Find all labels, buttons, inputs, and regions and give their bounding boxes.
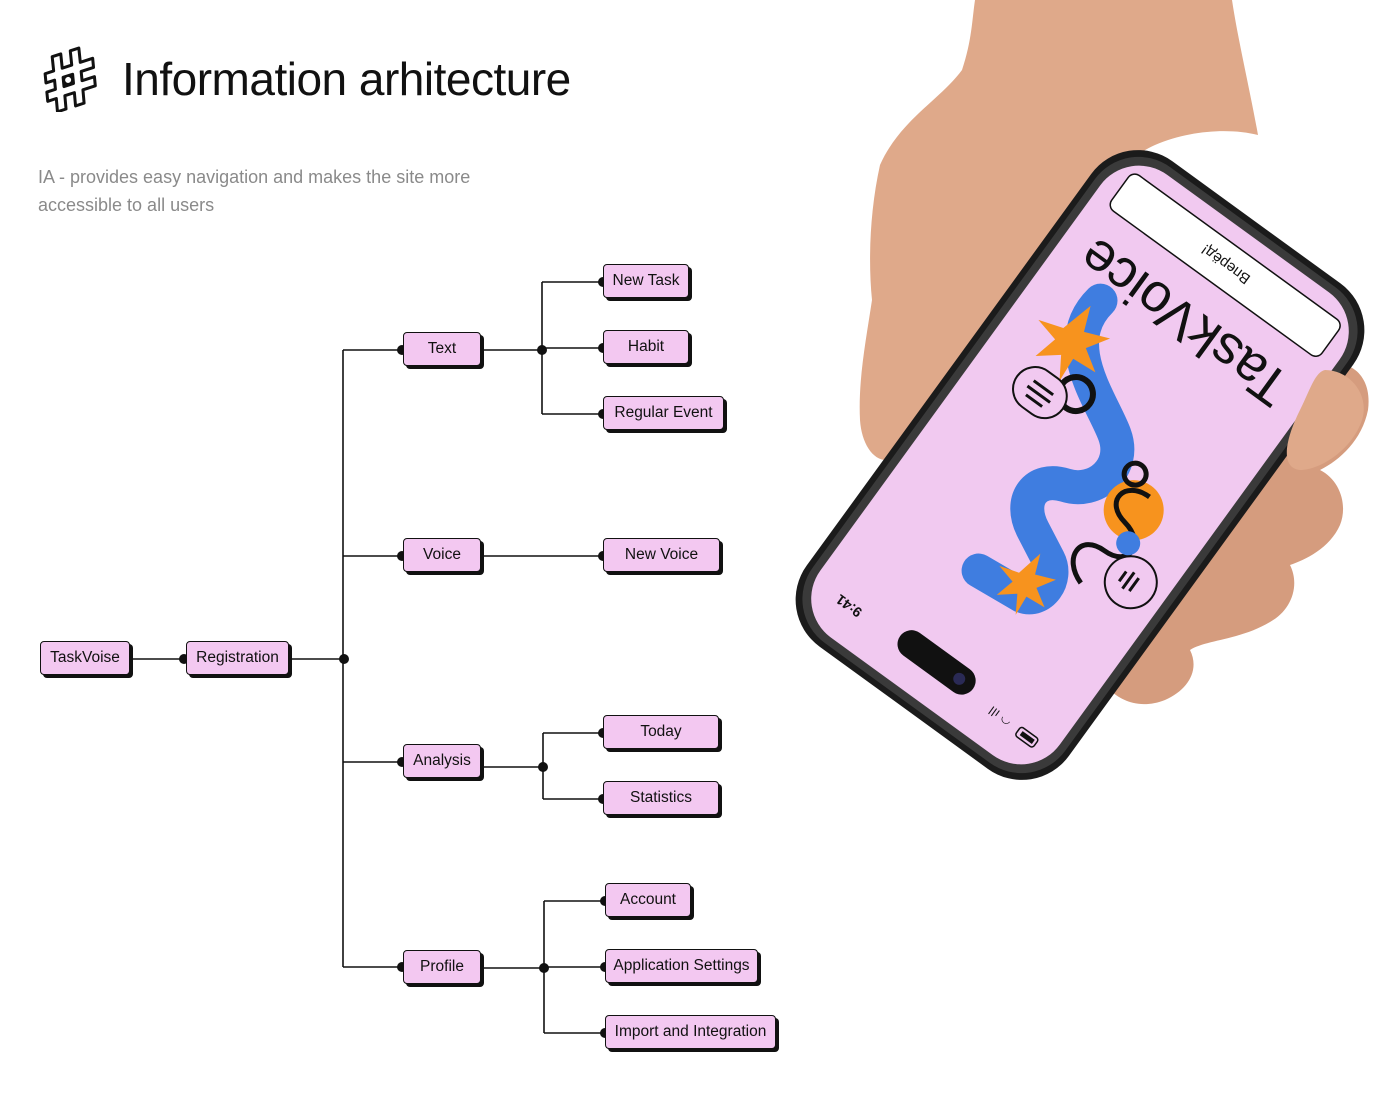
node-label: Habit bbox=[627, 338, 665, 355]
title-row: Information arhitecture bbox=[38, 46, 571, 112]
node-label: New Voice bbox=[624, 546, 699, 563]
node-label: Statistics bbox=[629, 789, 692, 806]
hashtag-logo-icon bbox=[43, 46, 97, 112]
node-label: Regular Event bbox=[614, 404, 713, 421]
node-label: Today bbox=[640, 723, 682, 740]
node-label: Profile bbox=[420, 958, 464, 975]
node-analysis: Analysis bbox=[403, 744, 481, 778]
node-habit: Habit bbox=[603, 330, 689, 364]
hand-illustration bbox=[859, 0, 1258, 461]
node-label: Registration bbox=[196, 649, 279, 666]
start-button[interactable] bbox=[1107, 171, 1343, 359]
page-subtitle: IA - provides easy navigation and makes … bbox=[38, 167, 471, 215]
phone-mockup: 9:41 ◠ ıll TaskVoice Вперёд! bbox=[795, 0, 1369, 780]
node-profile: Profile bbox=[403, 950, 481, 984]
node-root: TaskVoise bbox=[40, 641, 130, 675]
node-label: Application Settings bbox=[613, 957, 750, 974]
node-account: Account bbox=[605, 883, 691, 917]
node-label: New Task bbox=[612, 272, 680, 289]
node-statistics: Statistics bbox=[603, 781, 719, 815]
node-label: TaskVoise bbox=[50, 649, 120, 666]
node-new-voice: New Voice bbox=[603, 538, 720, 572]
node-label: Text bbox=[427, 340, 457, 357]
node-application-settings: Application Settings bbox=[605, 949, 758, 983]
node-new-task: New Task bbox=[603, 264, 689, 298]
node-label: Analysis bbox=[413, 752, 471, 769]
page-title: Information arhitecture bbox=[122, 53, 571, 105]
node-import-integration: Import and Integration bbox=[605, 1015, 776, 1049]
node-regular-event: Regular Event bbox=[603, 396, 724, 430]
node-voice: Voice bbox=[403, 538, 481, 572]
node-text: Text bbox=[403, 332, 481, 366]
node-today: Today bbox=[603, 715, 719, 749]
app-illustration bbox=[961, 283, 1164, 615]
node-label: Voice bbox=[423, 546, 461, 563]
node-label: Import and Integration bbox=[614, 1023, 767, 1040]
node-label: Account bbox=[619, 891, 676, 908]
node-registration: Registration bbox=[186, 641, 289, 675]
connector-dot bbox=[339, 654, 349, 664]
